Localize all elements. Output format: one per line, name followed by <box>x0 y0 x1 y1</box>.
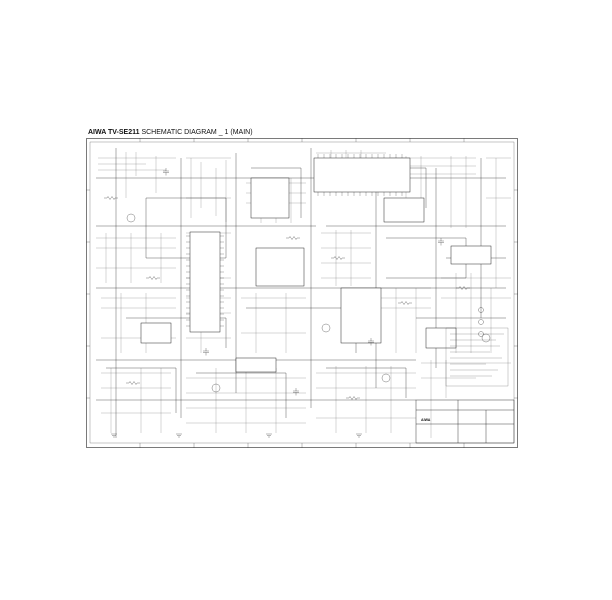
ic-block <box>340 287 382 344</box>
ic-block <box>235 357 277 373</box>
notes-box <box>445 327 509 387</box>
ic-block <box>140 322 172 344</box>
inner-border <box>89 141 515 444</box>
ic-block <box>250 177 290 219</box>
micro-ic <box>313 157 411 193</box>
title-block-brand: AIWA <box>421 418 431 422</box>
ic-pins <box>186 154 403 327</box>
schematic-sheet: AIWA <box>86 138 518 448</box>
title-block <box>415 399 515 444</box>
diagram-title: AIWA TV-SE211 SCHEMATIC DIAGRAM _ 1 (MAI… <box>88 129 253 136</box>
diagram-name: SCHEMATIC DIAGRAM _ 1 (MAIN) <box>141 129 253 136</box>
ic-block <box>450 245 492 265</box>
model-name: AIWA TV-SE211 <box>88 129 140 136</box>
wiring <box>96 148 506 438</box>
ic-block <box>383 197 425 223</box>
sheet-border <box>86 138 518 448</box>
ic-block <box>255 247 305 287</box>
border-ticks <box>86 138 518 448</box>
secondary-wiring <box>96 150 511 438</box>
ic-block <box>425 327 457 349</box>
ground-symbols <box>111 433 362 438</box>
ic-blocks <box>140 157 492 373</box>
main-ic <box>189 231 221 333</box>
